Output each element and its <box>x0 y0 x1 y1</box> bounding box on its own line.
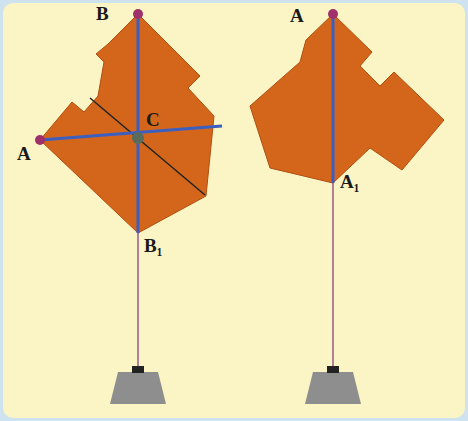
point-label: A <box>290 6 304 25</box>
stand <box>305 372 361 404</box>
plumb-line <box>40 126 222 140</box>
plumb-line <box>332 14 335 183</box>
plumb-line <box>137 14 140 233</box>
background <box>3 3 465 418</box>
point-label: A <box>17 144 31 163</box>
plate <box>250 14 444 183</box>
line <box>90 98 205 195</box>
string <box>137 233 139 372</box>
pivot <box>133 9 143 19</box>
stand <box>110 372 166 404</box>
stand-knob <box>132 366 144 373</box>
center-point <box>132 132 144 144</box>
point-label: B₁ <box>144 236 162 255</box>
point-label: A₁ <box>340 172 359 191</box>
stand-knob <box>327 366 339 373</box>
pivot <box>328 9 338 19</box>
pivot <box>35 135 45 145</box>
point-label: C <box>146 110 160 129</box>
string <box>332 183 334 372</box>
plate <box>40 14 214 233</box>
point-label: B <box>96 4 109 23</box>
